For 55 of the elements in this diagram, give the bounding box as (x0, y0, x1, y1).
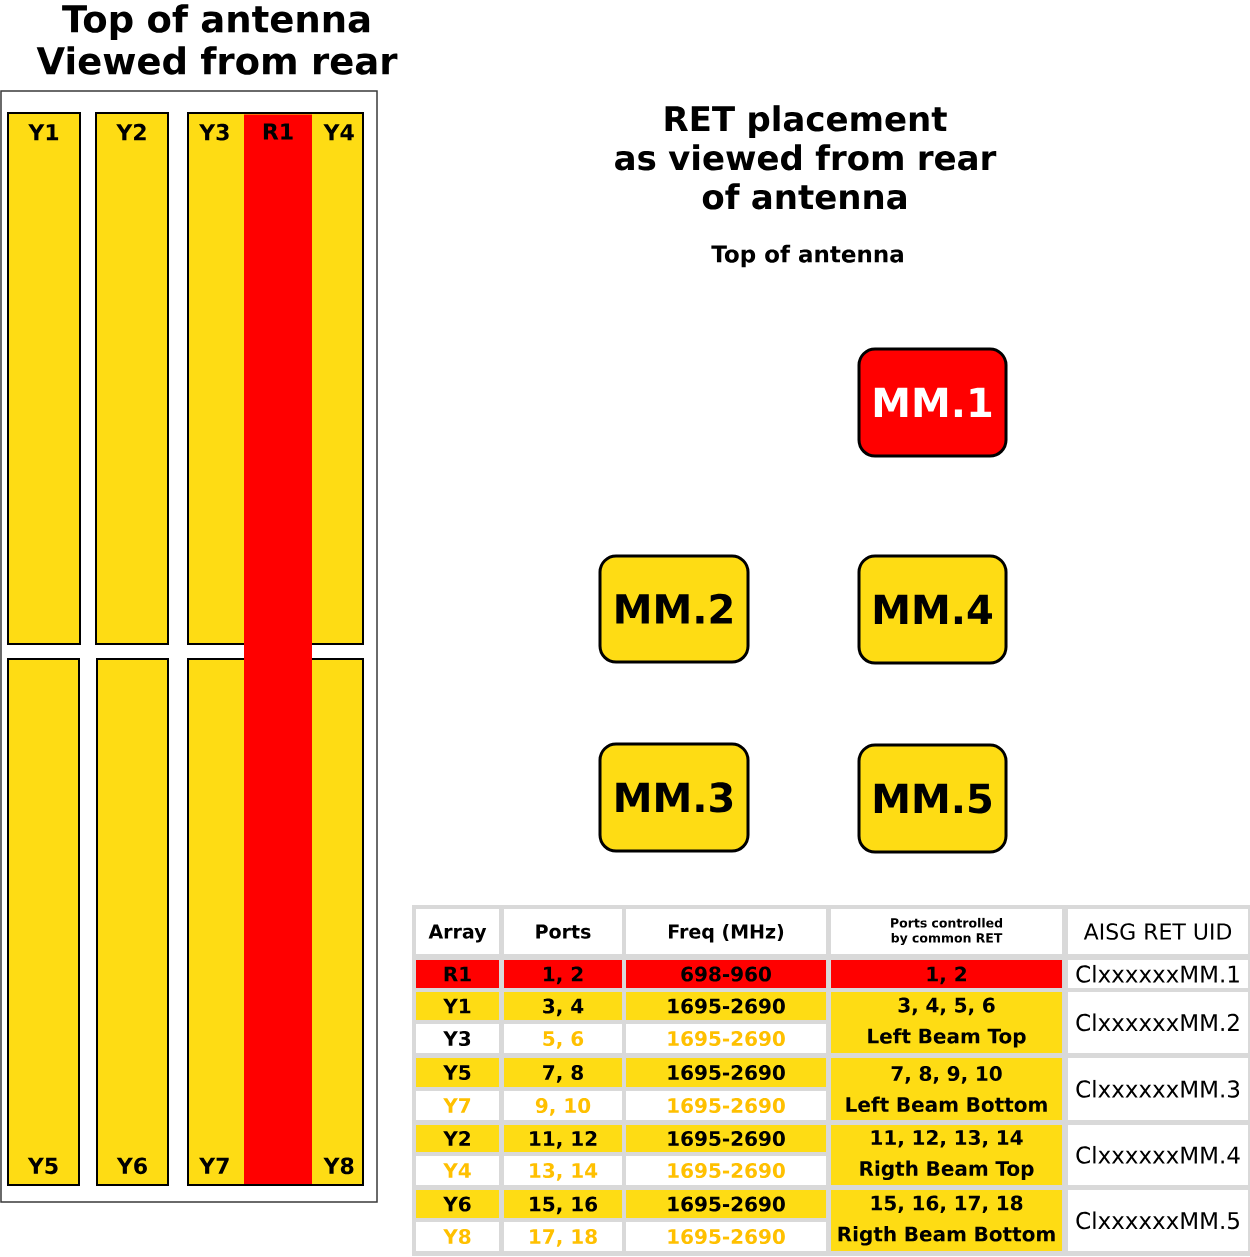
ret-box: MM.3 (598, 742, 750, 853)
array-panel: Y6 (96, 658, 169, 1186)
table-cell: Y8 (416, 1222, 499, 1251)
table-cell: 1695-2690 (626, 1190, 826, 1218)
table-cell: Ports (504, 909, 622, 954)
ret-box: MM.5 (857, 743, 1008, 854)
table-cell: 17, 18 (504, 1222, 622, 1251)
table-cell: Y4 (416, 1156, 499, 1185)
table-cell: 15, 16, 17, 18 Rigth Beam Bottom (831, 1190, 1062, 1251)
table-cell: AISG RET UID (1068, 909, 1248, 954)
table-cell: R1 (416, 960, 499, 988)
array-panel: Y5 (7, 658, 80, 1186)
table-cell: ClxxxxxxMM.5 (1068, 1190, 1248, 1251)
table-cell: ClxxxxxxMM.2 (1068, 992, 1248, 1053)
table-cell: 1695-2690 (626, 1222, 826, 1251)
array-panel: Y1 (7, 112, 81, 645)
table-cell: Y5 (416, 1058, 499, 1087)
table-cell: 13, 14 (504, 1156, 622, 1185)
table-cell: 1695-2690 (626, 1058, 826, 1087)
subheading: Top of antenna (711, 244, 903, 268)
table-cell: Y3 (416, 1024, 499, 1053)
table-cell: 11, 12, 13, 14 Rigth Beam Top (831, 1125, 1062, 1185)
table-cell: Y1 (416, 992, 499, 1020)
table-cell: 1695-2690 (626, 992, 826, 1020)
table-cell: ClxxxxxxMM.4 (1068, 1125, 1248, 1185)
table-cell: 9, 10 (504, 1091, 622, 1120)
table-cell: 3, 4, 5, 6 Left Beam Top (831, 992, 1062, 1053)
table-cell: 1695-2690 (626, 1024, 826, 1053)
table-cell: 698-960 (626, 960, 826, 988)
table-cell: 1695-2690 (626, 1091, 826, 1120)
table-cell: 1, 2 (504, 960, 622, 988)
table-cell: ClxxxxxxMM.3 (1068, 1058, 1248, 1120)
table-cell: Y6 (416, 1190, 499, 1218)
table-cell: 7, 8 (504, 1058, 622, 1087)
table-cell: 1, 2 (831, 960, 1062, 988)
table-cell: Ports controlled by common RET (831, 909, 1062, 954)
table-cell: 11, 12 (504, 1125, 622, 1152)
array-panel: Y2 (95, 112, 169, 645)
heading: Top of antenna Viewed from rear (36, 4, 398, 75)
array-band: R1 (244, 114, 312, 1184)
table-cell: Array (416, 909, 499, 954)
table-cell: Y2 (416, 1125, 499, 1152)
ret-box: MM.4 (857, 554, 1008, 665)
table-cell: ClxxxxxxMM.1 (1068, 960, 1248, 988)
title: RET placement as viewed from rear of antenna (615, 105, 997, 210)
ret-box: MM.2 (598, 554, 750, 664)
table-cell: Y7 (416, 1091, 499, 1120)
table-cell: 1695-2690 (626, 1156, 826, 1185)
ret-box: MM.1 (857, 347, 1008, 458)
table-cell: 7, 8, 9, 10 Left Beam Bottom (831, 1058, 1062, 1120)
table-cell: Freq (MHz) (626, 909, 826, 954)
table-cell: 15, 16 (504, 1190, 622, 1218)
table-cell: 5, 6 (504, 1024, 622, 1053)
table-cell: 3, 4 (504, 992, 622, 1020)
table-cell: 1695-2690 (626, 1125, 826, 1152)
